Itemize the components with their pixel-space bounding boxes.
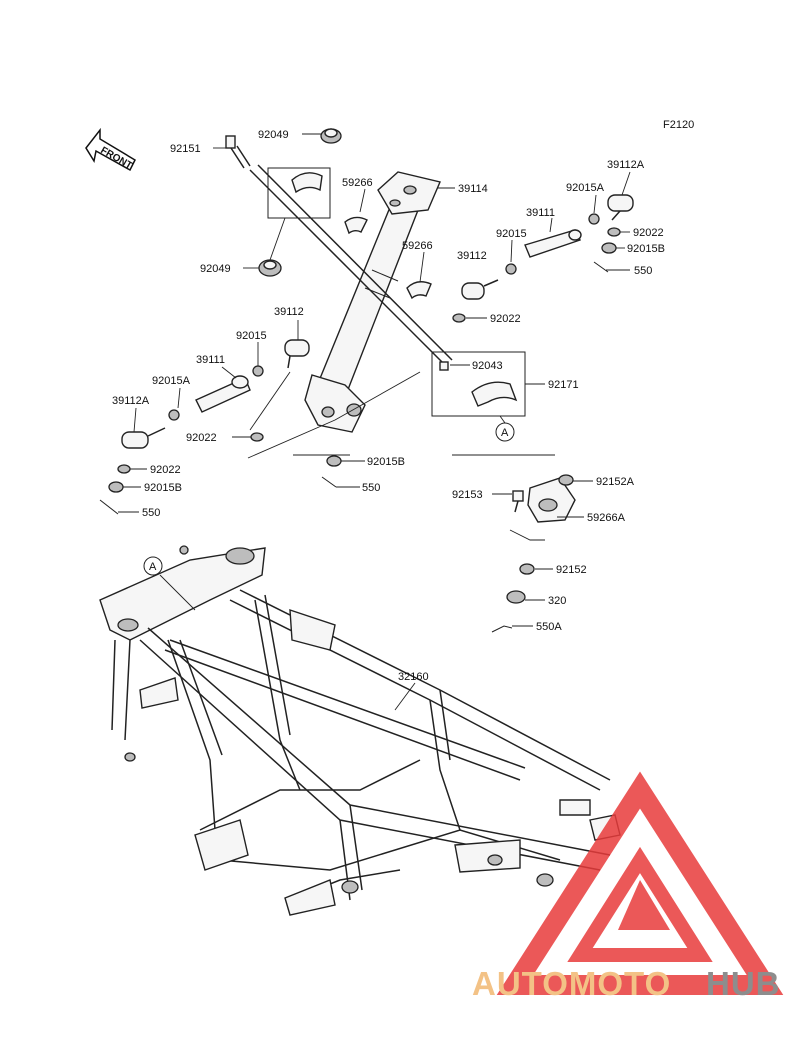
bolt-92151 — [225, 135, 251, 169]
label-92171: 92171 — [548, 379, 579, 391]
label-39112-left: 39112 — [274, 306, 304, 318]
tie-rod-end-39112a-left — [108, 427, 166, 493]
label-39114: 39114 — [458, 183, 488, 195]
label-92049-bottom: 92049 — [200, 263, 231, 275]
tie-rod-end-39112-left — [284, 339, 310, 369]
watermark-logo: AUTOMOTO HUB — [472, 771, 784, 1002]
watermark-text-part1: AUTOMOTO — [472, 965, 671, 1002]
label-39112a-left: 39112A — [112, 395, 150, 407]
cotter-pin-550-left — [99, 499, 119, 515]
front-arrow-icon: FRONT — [85, 127, 136, 172]
label-550-right: 550 — [634, 265, 652, 277]
nut-92049-top — [320, 128, 342, 144]
bushing-59266-left — [344, 216, 368, 235]
tie-rod-right — [505, 213, 600, 275]
label-92015a-left: 92015A — [152, 375, 191, 387]
holder-upper — [291, 172, 323, 194]
label-92015b-right: 92015B — [627, 243, 665, 255]
cotter-pin-550-right — [593, 261, 609, 273]
nut-92015b-center — [326, 455, 342, 467]
svg-text:A: A — [501, 427, 509, 439]
label-92015-right: 92015 — [496, 228, 527, 240]
label-92152: 92152 — [556, 564, 587, 576]
tie-rod-end-39112-right — [452, 279, 499, 323]
label-59266-left: 59266 — [342, 177, 373, 189]
label-32160: 32160 — [398, 671, 429, 683]
label-92015-left: 92015 — [236, 330, 267, 342]
nut-92049-bottom — [258, 259, 282, 277]
diagram-code: F2120 — [663, 119, 694, 131]
bushing-59266-right — [406, 281, 432, 300]
label-92015b-center: 92015B — [367, 456, 405, 468]
label-92022-right-mid: 92022 — [490, 313, 521, 325]
callout-a-frame: A — [143, 556, 163, 576]
label-92015a-right: 92015A — [566, 182, 605, 194]
bracket-59266a — [491, 474, 576, 633]
tie-rod-end-39112a-right — [601, 194, 634, 254]
label-92022-left-mid: 92022 — [186, 432, 217, 444]
label-92022-left-low: 92022 — [150, 464, 181, 476]
label-92152a: 92152A — [596, 476, 635, 488]
leader-lines — [118, 133, 631, 627]
steering-shaft — [304, 171, 441, 433]
label-92151: 92151 — [170, 143, 201, 155]
part-labels: 92151 92049 92049 59266 59266 39114 3911… — [112, 129, 665, 683]
svg-text:A: A — [149, 561, 157, 573]
label-59266-right: 59266 — [402, 240, 433, 252]
label-92043: 92043 — [472, 360, 503, 372]
collar-92043 — [439, 361, 449, 371]
label-39111-right: 39111 — [526, 207, 555, 219]
label-39111-left: 39111 — [196, 354, 225, 366]
washer-92022-left — [250, 432, 264, 442]
holder-lower — [471, 381, 518, 407]
callout-a-top: A — [495, 415, 515, 442]
label-320: 320 — [548, 595, 566, 607]
label-92022-right-top: 92022 — [633, 227, 664, 239]
label-92015b-left: 92015B — [144, 482, 182, 494]
tie-rod-left — [168, 365, 264, 421]
holder-rod — [249, 169, 446, 366]
label-59266a: 59266A — [587, 512, 626, 524]
watermark-text-part2: HUB — [706, 965, 781, 1002]
cotter-pin-550-center — [321, 476, 337, 488]
holder-box-lower — [431, 351, 526, 417]
label-92153: 92153 — [452, 489, 483, 501]
label-550a: 550A — [536, 621, 562, 633]
frame-32160 — [99, 545, 621, 916]
label-39112-right: 39112 — [457, 250, 487, 262]
label-39112a-right: 39112A — [607, 159, 645, 171]
label-550-center: 550 — [362, 482, 380, 494]
label-550-left: 550 — [142, 507, 160, 519]
label-92049-top: 92049 — [258, 129, 289, 141]
holder-box-top — [267, 167, 331, 219]
